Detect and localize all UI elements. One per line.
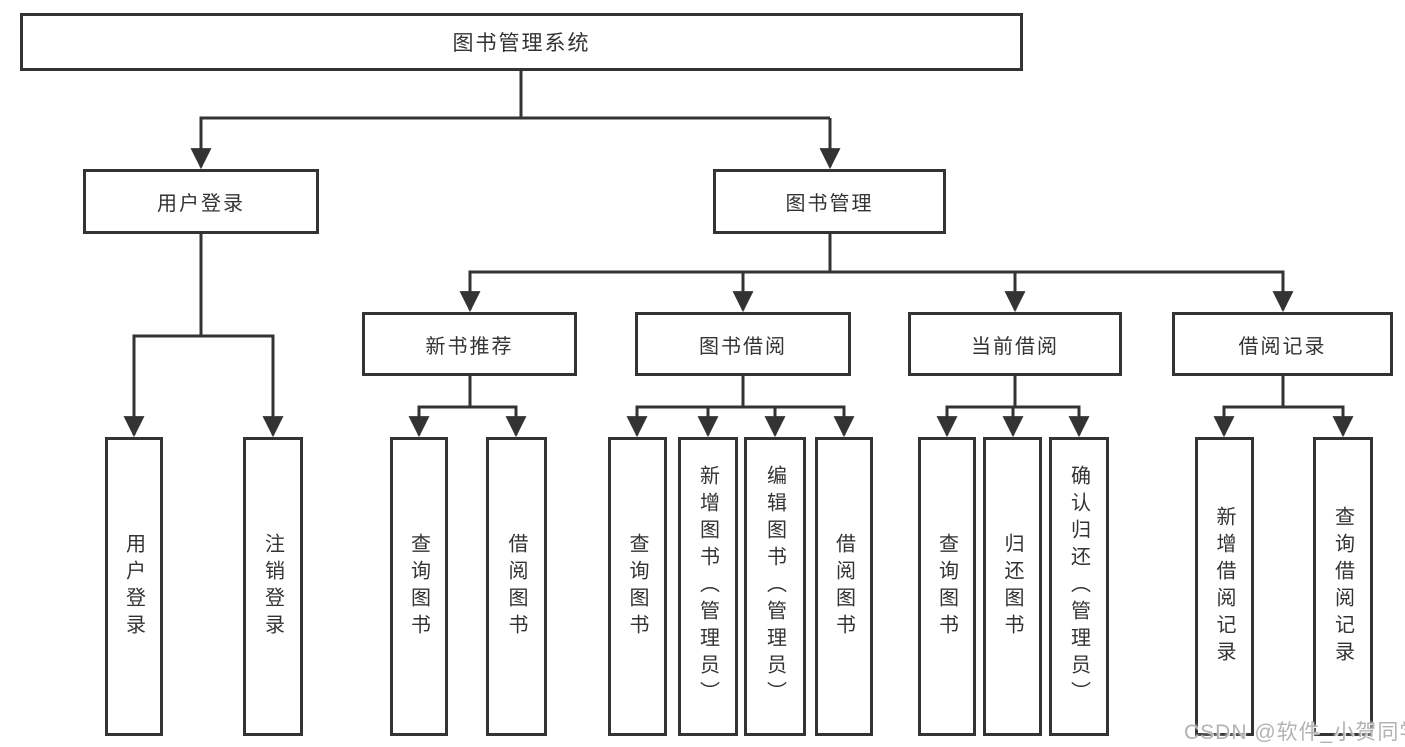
node-book-management-label: 图书管理 [785,193,874,215]
leaf-query-books-borrow-label: 查询图书 [626,532,648,641]
leaf-add-book-admin: 新增图书（管理员） [678,437,738,736]
leaf-query-books-current: 查询图书 [918,437,976,736]
leaf-borrow-books-label: 借阅图书 [832,532,855,641]
leaf-add-borrow-record-label: 新增借阅记录 [1213,505,1235,668]
node-book-borrow: 图书借阅 [635,312,851,376]
leaf-query-books-recommend-label: 查询图书 [407,532,430,641]
leaf-borrow-books-recommend-label: 借阅图书 [505,532,527,641]
leaf-add-borrow-record: 新增借阅记录 [1195,437,1254,736]
leaf-user-login-label: 用户登录 [122,532,145,641]
node-root: 图书管理系统 [20,13,1023,71]
watermark: CSDN @软件_小贺同学 [1184,721,1405,744]
node-current-borrow-label: 当前借阅 [971,335,1059,358]
leaf-query-books-recommend: 查询图书 [390,437,448,736]
leaf-edit-book-admin-label: 编辑图书（管理员） [763,465,786,708]
node-root-label: 图书管理系统 [452,32,591,55]
node-borrow-records: 借阅记录 [1172,312,1393,376]
leaf-query-borrow-record: 查询借阅记录 [1313,437,1373,736]
leaf-borrow-books: 借阅图书 [815,437,873,736]
node-user-login-label: 用户登录 [157,193,245,215]
node-borrow-records-label: 借阅记录 [1238,335,1327,358]
leaf-confirm-return-admin-label: 确认归还（管理员） [1067,465,1090,708]
leaf-query-books-borrow: 查询图书 [608,437,667,736]
leaf-logout: 注销登录 [243,437,303,736]
leaf-add-book-admin-label: 新增图书（管理员） [696,465,719,708]
node-new-book-recommend-label: 新书推荐 [425,335,514,358]
node-book-borrow-label: 图书借阅 [699,335,787,358]
leaf-query-books-current-label: 查询图书 [935,532,958,641]
node-new-book-recommend: 新书推荐 [362,312,577,376]
leaf-confirm-return-admin: 确认归还（管理员） [1049,437,1109,736]
leaf-return-book: 归还图书 [983,437,1042,736]
node-user-login: 用户登录 [83,169,319,234]
leaf-user-login: 用户登录 [105,437,163,736]
leaf-edit-book-admin: 编辑图书（管理员） [744,437,806,736]
node-book-management: 图书管理 [713,169,946,234]
leaf-query-borrow-record-label: 查询借阅记录 [1331,505,1354,668]
leaf-borrow-books-recommend: 借阅图书 [486,437,547,736]
leaf-logout-label: 注销登录 [261,532,284,641]
leaf-return-book-label: 归还图书 [1001,532,1023,641]
node-current-borrow: 当前借阅 [908,312,1122,376]
